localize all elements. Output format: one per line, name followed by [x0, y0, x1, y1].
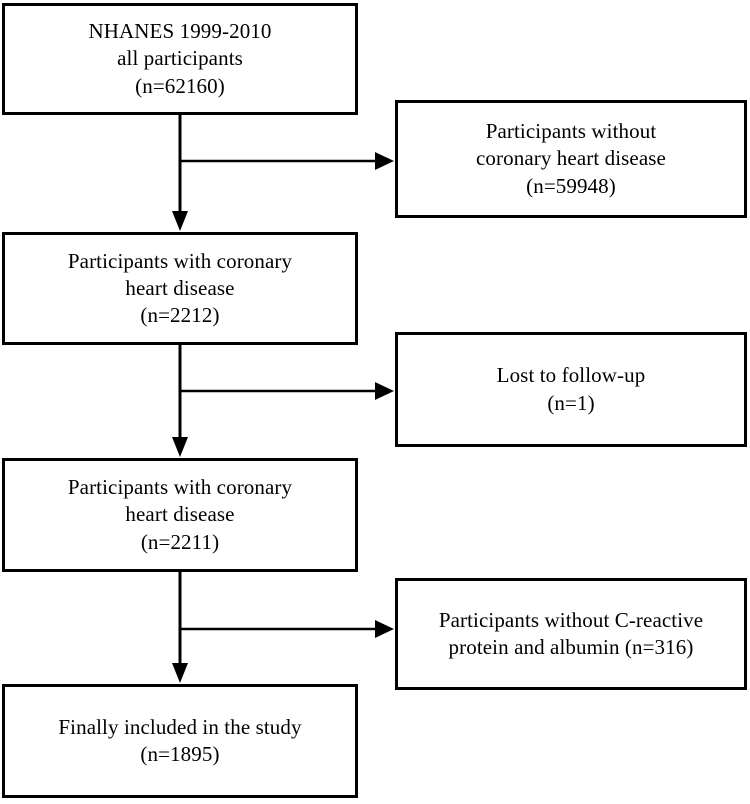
node-label: Participants with coronary heart disease…: [67, 475, 293, 554]
node-label: NHANES 1999-2010 all participants (n=621…: [88, 19, 272, 98]
node-label: Finally included in the study (n=1895): [58, 714, 302, 766]
node-excluded-missing-crp-albumin: Participants without C-reactive protein …: [395, 578, 747, 690]
node-label: Participants with coronary heart disease…: [67, 248, 293, 328]
node-excluded-without-chd: Participants without coronary heart dise…: [395, 100, 747, 218]
node-label: Participants without coronary heart dise…: [476, 119, 666, 198]
edge-box1-to-boxa: [180, 152, 394, 170]
node-finally-included: Finally included in the study (n=1895): [2, 684, 358, 798]
edge-box2-to-box3: [172, 345, 188, 457]
node-excluded-lost-to-follow-up: Lost to follow-up (n=1): [395, 332, 747, 447]
edge-box3-to-box4: [172, 572, 188, 683]
edge-box2-to-boxb: [180, 382, 394, 400]
node-participants-with-chd-2211: Participants with coronary heart disease…: [2, 458, 358, 572]
node-participants-with-chd-2212: Participants with coronary heart disease…: [2, 232, 358, 345]
node-nhanes-all-participants: NHANES 1999-2010 all participants (n=621…: [2, 3, 358, 115]
node-label: Participants without C-reactive protein …: [438, 607, 704, 659]
node-label: Lost to follow-up (n=1): [496, 363, 646, 415]
edge-box1-to-box2: [172, 115, 188, 231]
edge-box3-to-boxc: [180, 620, 394, 638]
